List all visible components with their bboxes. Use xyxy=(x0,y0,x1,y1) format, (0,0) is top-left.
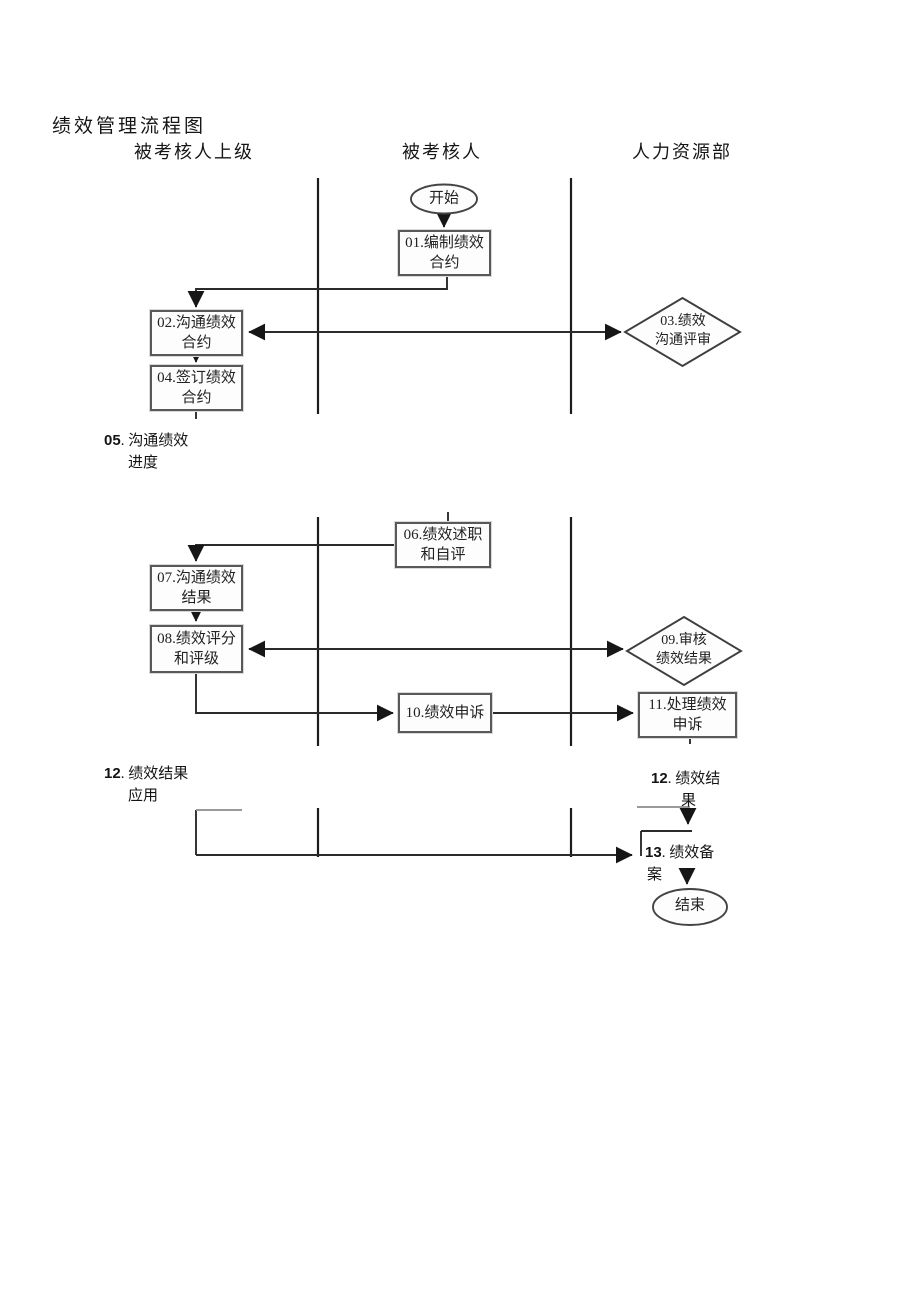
step-box-04: 04.签订绩效 合约 xyxy=(150,365,243,411)
step-label-11: 11.处理绩效 申诉 xyxy=(648,697,727,733)
step-box-10: 10.绩效申诉 xyxy=(398,693,492,733)
annotation-05-line2: 进度 xyxy=(128,455,159,471)
annotation-12-right-number: 12 xyxy=(651,770,668,787)
annotation-12-left-line2: 应用 xyxy=(128,788,159,804)
step-label-04: 04.签订绩效 合约 xyxy=(157,370,236,406)
step-label-10: 10.绩效申诉 xyxy=(405,705,485,721)
decision-03-label: 03.绩效 沟通评审 xyxy=(655,314,711,348)
step-box-02: 02.沟通绩效 合约 xyxy=(150,310,243,356)
start-node-label: 开始 xyxy=(428,190,460,207)
step-box-07: 07.沟通绩效 结果 xyxy=(150,565,243,611)
step-box-06: 06.绩效述职 和自评 xyxy=(395,522,491,568)
step-label-06: 06.绩效述职 和自评 xyxy=(403,527,483,563)
step-box-08: 08.绩效评分 和评级 xyxy=(150,625,243,673)
annotation-13: 13. 绩效备 案 xyxy=(645,842,714,886)
annotation-05: 05. 沟通绩效 进度 xyxy=(104,430,188,474)
annotation-12-left-number: 12 xyxy=(104,765,121,782)
annotation-12-left: 12. 绩效结果 应用 xyxy=(104,763,188,807)
end-node-label: 结束 xyxy=(674,897,706,914)
step-label-08: 08.绩效评分 和评级 xyxy=(157,631,236,667)
step-box-01: 01.编制绩效 合约 xyxy=(398,230,491,276)
annotation-13-line2: 案 xyxy=(647,867,663,883)
annotation-13-line1: 13. 绩效备 xyxy=(645,844,715,861)
step-label-02: 02.沟通绩效 合约 xyxy=(157,315,236,351)
annotation-13-number: 13 xyxy=(645,844,662,861)
decision-03-diamond xyxy=(623,296,742,368)
lane-header-appraisee: 被考核人 xyxy=(402,142,482,162)
step-label-01: 01.编制绩效 合约 xyxy=(405,235,484,271)
step-box-11: 11.处理绩效 申诉 xyxy=(638,692,737,738)
step-label-07: 07.沟通绩效 结果 xyxy=(157,570,236,606)
annotation-12-right-line2: 果 xyxy=(681,793,697,809)
end-oval xyxy=(652,888,728,926)
annotation-05-number: 05 xyxy=(104,432,121,449)
page-title: 绩效管理流程图 xyxy=(52,116,207,137)
flow-connectors xyxy=(187,210,697,885)
annotation-12-right: 12. 绩效结 果 xyxy=(651,768,720,812)
clipped-box-remnants xyxy=(196,806,690,811)
annotation-05-line1: 05. 沟通绩效 xyxy=(104,432,189,449)
lane-divider-lines xyxy=(316,178,573,857)
lane-header-supervisor: 被考核人上级 xyxy=(134,142,254,162)
annotation-12-right-line1: 12. 绩效结 xyxy=(651,770,721,787)
decision-09-label: 09.审核 绩效结果 xyxy=(656,633,712,667)
decision-09-diamond xyxy=(625,615,743,687)
lane-header-hr: 人力资源部 xyxy=(632,142,732,162)
annotation-12-left-line1: 12. 绩效结果 xyxy=(104,765,189,782)
start-oval xyxy=(410,183,478,215)
